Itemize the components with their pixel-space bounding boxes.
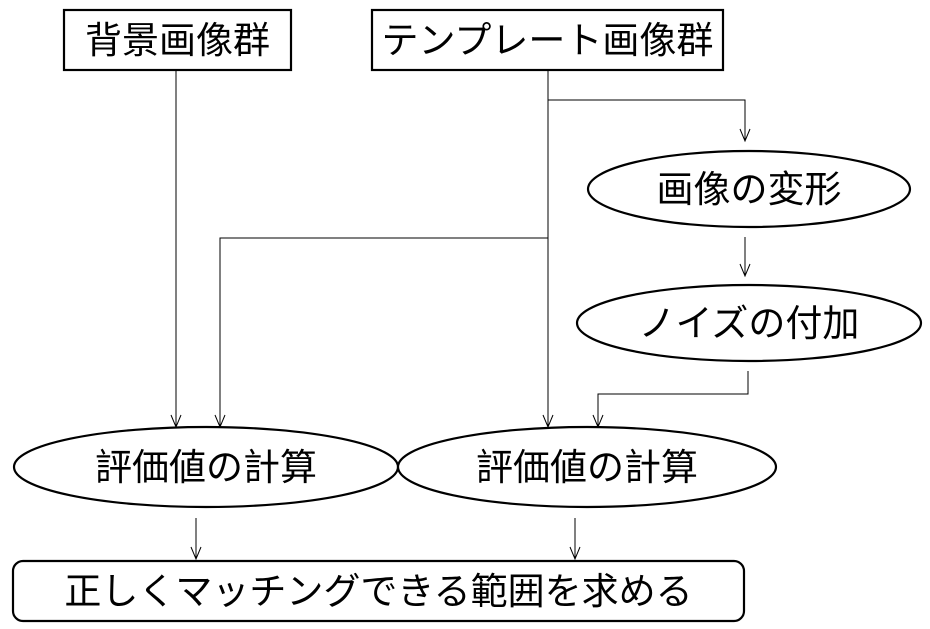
node-background-images[interactable]: 背景画像群	[62, 8, 293, 72]
node-evaluation-right-label: 評価値の計算	[476, 446, 698, 489]
node-result[interactable]: 正しくマッチングできる範囲を求める	[11, 559, 746, 623]
node-evaluation-right[interactable]: 評価値の計算	[396, 425, 778, 509]
edge-eval-left-to-result	[190, 518, 202, 561]
edge-template-to-deformation	[548, 99, 751, 143]
edge-noise-to-eval-right	[592, 371, 749, 429]
edge-template-to-eval-right	[542, 70, 554, 429]
edge-eval-right-to-result	[569, 518, 581, 561]
edge-deformation-to-noise	[739, 237, 751, 278]
node-image-deformation-label: 画像の変形	[657, 168, 842, 211]
node-template-images[interactable]: テンプレート画像群	[370, 8, 725, 72]
node-evaluation-left-label: 評価値の計算	[95, 446, 317, 489]
node-noise-addition[interactable]: ノイズの付加	[575, 283, 923, 363]
node-result-label: 正しくマッチングできる範囲を求める	[64, 570, 692, 613]
node-background-images-label: 背景画像群	[85, 19, 270, 62]
node-template-images-label: テンプレート画像群	[382, 19, 714, 62]
node-image-deformation[interactable]: 画像の変形	[586, 149, 912, 229]
edge-template-to-eval-left	[214, 237, 548, 429]
node-noise-addition-label: ノイズの付加	[639, 302, 860, 345]
edge-background-to-eval-left	[170, 70, 182, 429]
node-evaluation-left[interactable]: 評価値の計算	[12, 425, 400, 509]
